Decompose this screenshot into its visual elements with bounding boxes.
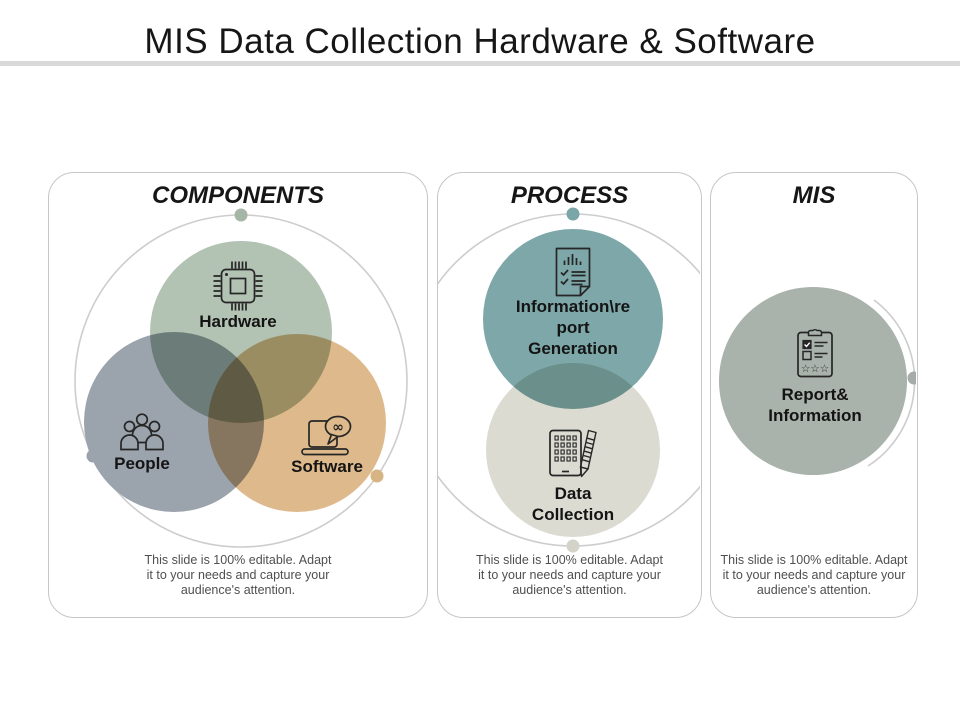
guide-arc-process [438, 207, 700, 553]
arc-dot-top [566, 207, 580, 221]
arc-dot-right [907, 371, 916, 385]
panel-heading-components: COMPONENTS [151, 182, 324, 209]
panel-heading-mis: MIS [792, 182, 836, 209]
chip-icon [211, 259, 265, 318]
arc-dot-right [370, 469, 384, 483]
panel-heading-process: PROCESS [510, 182, 629, 209]
title-divider [0, 61, 960, 66]
data-collection-label: Data Collection [531, 484, 615, 524]
footnote-process: This slide is 100% editable. Adapt it to… [476, 553, 663, 597]
arc-dot-top [234, 208, 248, 222]
panel-components: COMPONENTS [48, 172, 428, 618]
arc-dot-bottom [566, 539, 580, 553]
footnote-components: This slide is 100% editable. Adapt it to… [144, 553, 332, 597]
guide-arc-segment [867, 299, 916, 467]
tablet-pencil-icon [544, 427, 602, 486]
panel-mis: MIS ☆☆☆ Report& Information T [710, 172, 918, 618]
panel-process: PROCESS In [437, 172, 702, 618]
slide-title: MIS Data Collection Hardware & Software [144, 22, 816, 61]
people-icon [119, 411, 165, 456]
report-information-circle [719, 287, 907, 475]
hardware-label: Hardware [199, 312, 277, 331]
report-information-label: Report& Information [768, 385, 862, 425]
footnote-mis: This slide is 100% editable. Adapt it to… [720, 553, 908, 597]
report-document-icon [549, 245, 597, 304]
software-circle [208, 334, 386, 512]
laptop-chat-icon: ∞ [297, 411, 357, 464]
people-label: People [114, 454, 170, 473]
svg-text:∞: ∞ [332, 420, 344, 436]
guide-arc-mis [867, 299, 916, 467]
clipboard-checklist-icon: ☆☆☆ [792, 326, 838, 385]
information-report-label: Information\re port Generation [515, 297, 631, 358]
svg-text:☆☆☆: ☆☆☆ [801, 363, 829, 375]
software-label: Software [291, 457, 363, 476]
